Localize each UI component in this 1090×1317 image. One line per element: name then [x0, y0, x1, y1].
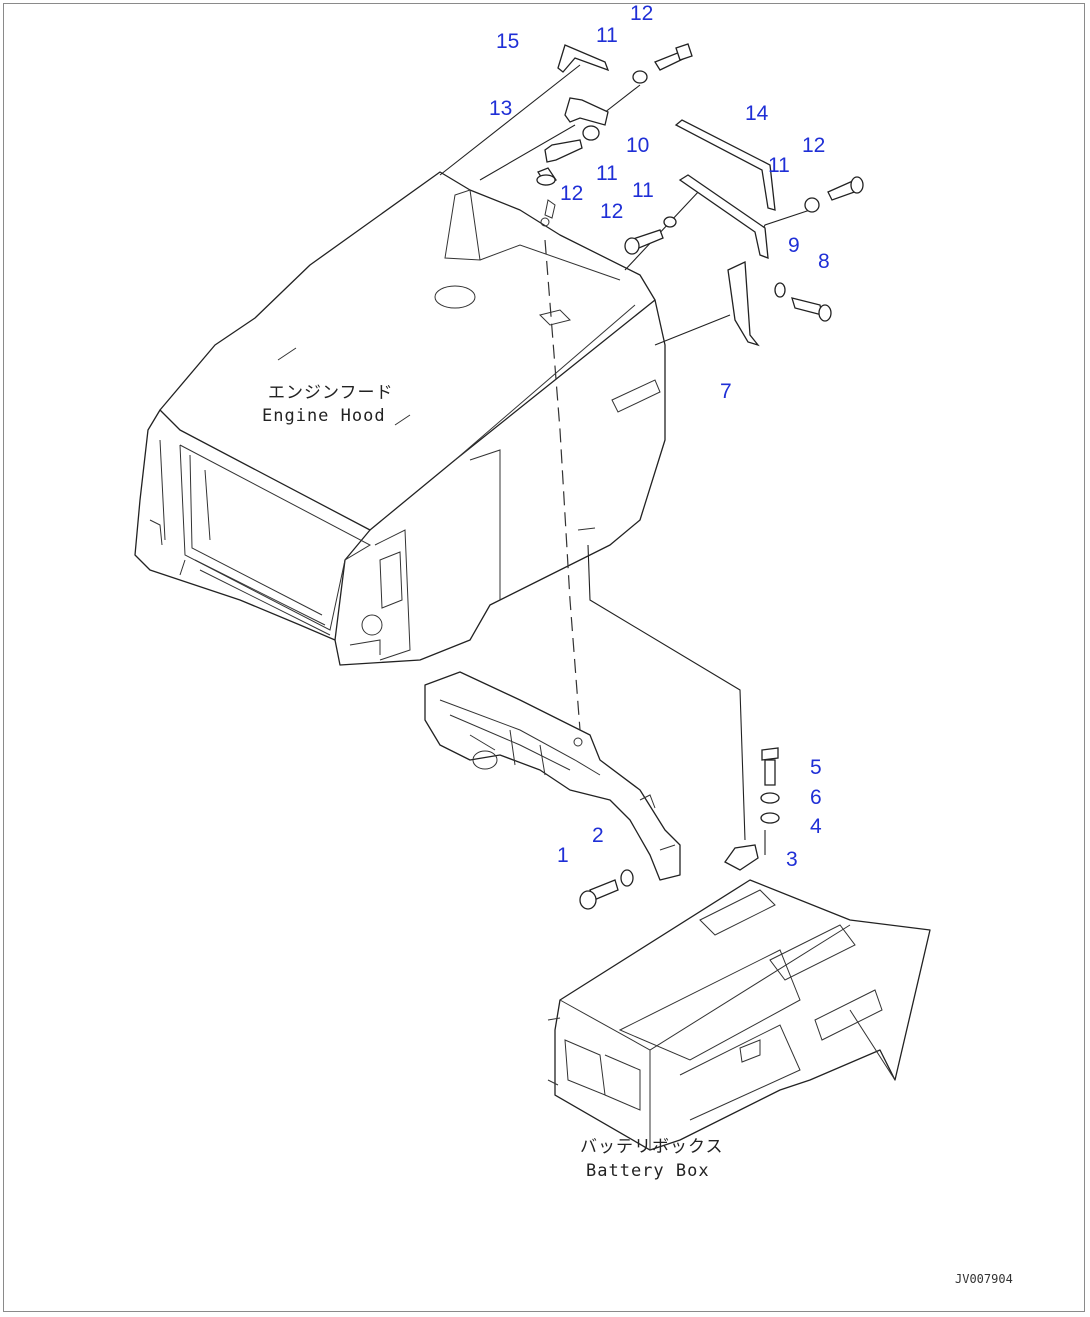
callout-1: 1 — [557, 844, 569, 867]
callout-7: 7 — [720, 380, 732, 403]
callout-12-top: 12 — [630, 2, 653, 25]
callout-13: 13 — [489, 97, 512, 120]
engine-hood-label-en: Engine Hood — [262, 406, 386, 426]
callout-4: 4 — [810, 815, 822, 838]
callout-2: 2 — [592, 824, 604, 847]
callout-12-mid: 12 — [600, 200, 623, 223]
callout-11-top: 11 — [596, 24, 618, 47]
battery-box-label-jp: バッテリボックス — [580, 1137, 724, 1157]
engine-hood — [134, 171, 666, 666]
callout-12-left: 12 — [560, 182, 583, 205]
captions: エンジンフード Engine Hood バッテリボックス Battery Box… — [262, 383, 1013, 1286]
callout-5: 5 — [810, 756, 822, 779]
callout-11-right: 11 — [768, 154, 790, 177]
drawing-frame — [3, 3, 1085, 1312]
engine-hood-label-jp: エンジンフード — [268, 383, 394, 403]
hardware-parts — [536, 43, 864, 910]
callout-10: 10 — [626, 134, 649, 157]
callout-12-right: 12 — [802, 134, 825, 157]
assembly-lines — [439, 64, 811, 855]
callout-15: 15 — [496, 30, 519, 53]
drawing-code: JV007904 — [955, 1272, 1013, 1286]
callout-9: 9 — [788, 234, 800, 257]
callout-3: 3 — [786, 848, 798, 871]
callout-8: 8 — [818, 250, 830, 273]
callout-labels: 15 11 12 13 14 10 12 11 11 12 11 12 9 8 … — [489, 2, 830, 871]
callout-14: 14 — [745, 102, 769, 125]
callout-11-left: 11 — [596, 162, 618, 185]
frame-bracket — [424, 671, 681, 881]
callout-6: 6 — [810, 786, 822, 809]
battery-box-label-en: Battery Box — [586, 1161, 710, 1181]
battery-box — [547, 879, 931, 1151]
callout-11-mid: 11 — [632, 179, 654, 202]
